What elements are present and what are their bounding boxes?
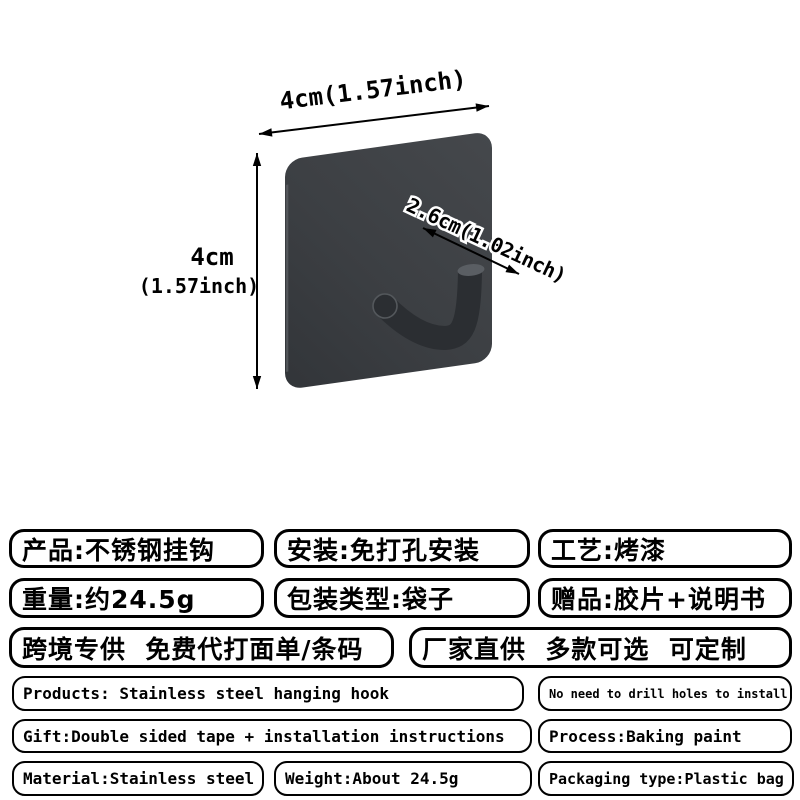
spec-text: Packaging type:Plastic bag xyxy=(549,769,784,788)
spec-text: 包装类型:袋子 xyxy=(287,585,454,614)
spec-box-gift: 赠品:胶片+说明书 xyxy=(538,578,792,618)
spec-box-factory-direct: 厂家直供 多款可选 可定制 xyxy=(409,627,792,668)
product-figure-svg: 4cm(1.57inch) 4cm (1.57inch) 2.6cm(1.02i… xyxy=(138,64,570,389)
spec-text: Process:Baking paint xyxy=(549,726,742,746)
spec-text: 赠品:胶片+说明书 xyxy=(551,585,766,614)
spec-text: No need to drill holes to install xyxy=(549,686,788,701)
spec-box-packaging-en: Packaging type:Plastic bag xyxy=(538,761,794,796)
spec-text: 跨境专供 免费代打面单/条码 xyxy=(22,634,364,664)
spec-text: 工艺:烤漆 xyxy=(551,535,666,565)
spec-text: Material:Stainless steel xyxy=(23,769,255,788)
height-dimension-label-inch: (1.57inch) xyxy=(139,274,259,298)
spec-box-process-en: Process:Baking paint xyxy=(538,719,792,753)
spec-box-packaging-type: 包装类型:袋子 xyxy=(274,578,530,618)
spec-text: 重量:约24.5g xyxy=(22,585,196,614)
spec-box-product: 产品:不锈钢挂钩 xyxy=(9,529,264,568)
spec-text: Products: Stainless steel hanging hook xyxy=(23,684,390,703)
spec-box-no-drill-en: No need to drill holes to install xyxy=(538,676,792,711)
spec-text: 产品:不锈钢挂钩 xyxy=(22,535,215,565)
height-dimension-label-cm: 4cm xyxy=(190,243,233,271)
spec-box-material-en: Material:Stainless steel xyxy=(12,761,264,796)
spec-text: 厂家直供 多款可选 可定制 xyxy=(422,634,747,664)
spec-text: Gift:Double sided tape + installation in… xyxy=(23,726,505,746)
hook-base-cap xyxy=(372,293,398,319)
width-dimension-arrow xyxy=(258,103,490,137)
hook-body xyxy=(376,271,482,351)
spec-box-cross-border: 跨境专供 免费代打面单/条码 xyxy=(9,627,394,668)
spec-box-weight-en: Weight:About 24.5g xyxy=(274,761,532,796)
spec-box-weight: 重量:约24.5g xyxy=(9,578,264,618)
spec-box-products-en: Products: Stainless steel hanging hook xyxy=(12,676,524,711)
spec-text: 安装:免打孔安装 xyxy=(287,535,480,565)
product-figure: 4cm(1.57inch) 4cm (1.57inch) 2.6cm(1.02i… xyxy=(138,64,570,389)
spec-box-process: 工艺:烤漆 xyxy=(538,529,792,568)
hook-dimension-arrow xyxy=(422,227,520,275)
plate-face xyxy=(285,133,492,388)
spec-box-installation: 安装:免打孔安装 xyxy=(274,529,530,568)
spec-text: Weight:About 24.5g xyxy=(285,769,459,788)
spec-box-gift-en: Gift:Double sided tape + installation in… xyxy=(12,719,532,753)
product-plate xyxy=(285,133,492,388)
width-dimension-label: 4cm(1.57inch) xyxy=(278,65,468,116)
